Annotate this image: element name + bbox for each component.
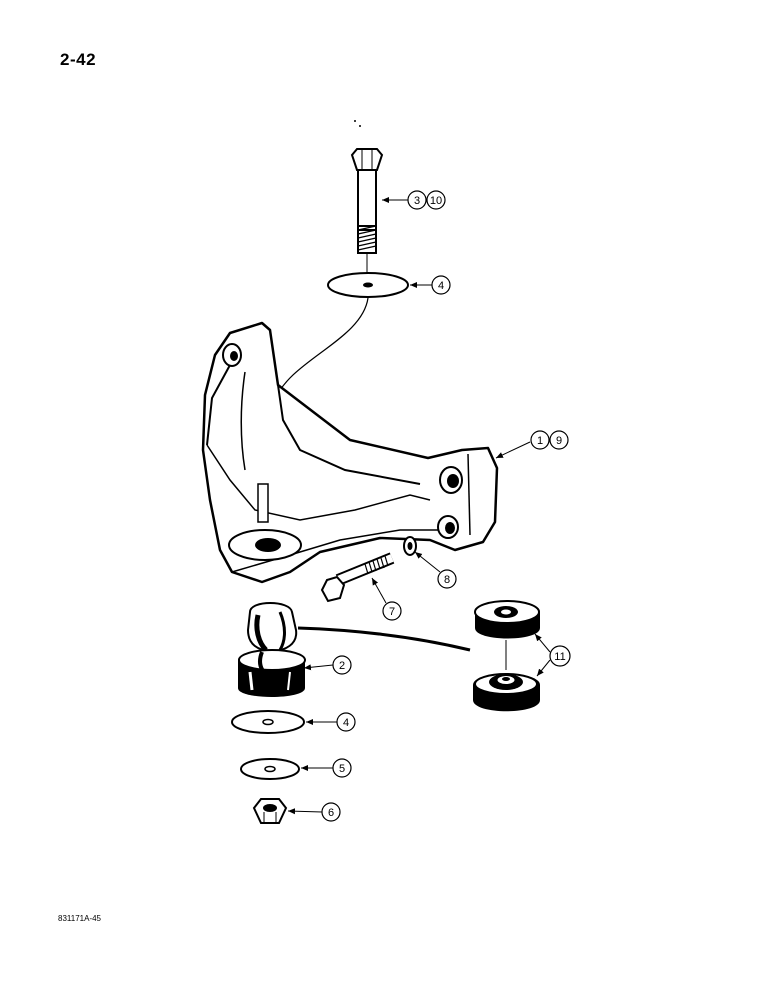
callout-bracket-a: 1 — [537, 435, 543, 447]
callout-small-washer: 8 — [437, 569, 457, 589]
hex-bolt — [350, 148, 384, 278]
callout-nut: 6 — [321, 802, 341, 822]
callout-bolt-b: 10 — [430, 195, 442, 207]
small-lower-washer — [240, 758, 300, 780]
callout-small-lower-washer: 5 — [332, 758, 352, 778]
callout-lower-washer: 4 — [336, 712, 356, 732]
callout-bolt-a: 3 — [414, 195, 420, 207]
svg-text:4: 4 — [438, 280, 444, 292]
svg-text:5: 5 — [339, 763, 345, 775]
side-bolt — [320, 552, 395, 603]
callout-side-bolt: 7 — [382, 601, 402, 621]
lower-washer — [231, 710, 305, 734]
engine-mount-bracket — [201, 321, 499, 584]
upper-washer — [327, 272, 409, 298]
svg-text:8: 8 — [444, 574, 450, 586]
rubber-mount — [238, 602, 306, 697]
rubber-mount-pair — [473, 600, 540, 712]
figure-code: 831171A-45 — [58, 914, 101, 923]
callout-bracket: 1 9 — [530, 430, 569, 450]
svg-text:6: 6 — [328, 807, 334, 819]
callout-mount-pair: 11 — [549, 645, 571, 667]
svg-text:11: 11 — [554, 651, 565, 663]
callout-upper-washer: 4 — [431, 275, 451, 295]
svg-text:2: 2 — [339, 660, 345, 672]
hex-nut — [252, 798, 288, 824]
small-washer — [403, 536, 417, 556]
callout-bracket-b: 9 — [556, 435, 562, 447]
svg-text:4: 4 — [343, 717, 349, 729]
svg-text:7: 7 — [389, 606, 395, 618]
callout-bolt: 3 10 — [407, 190, 446, 210]
callout-rubber-mount: 2 — [332, 655, 352, 675]
page-number: 2-42 — [60, 50, 97, 69]
